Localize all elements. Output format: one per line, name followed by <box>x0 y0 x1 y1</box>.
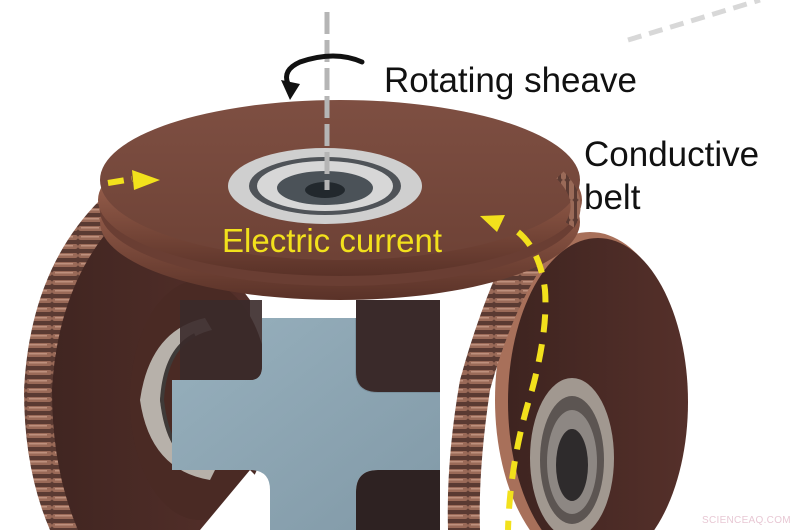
left-belt-coil <box>24 200 122 530</box>
right-belt-coil <box>447 190 576 530</box>
label-conductive-belt-line1: Conductive <box>584 135 760 174</box>
rotation-arrow-icon <box>281 53 365 100</box>
cross-frame <box>172 300 440 530</box>
label-conductive-belt-line2: belt <box>584 178 641 217</box>
secondary-axis-line <box>627 0 761 43</box>
label-electric-current: Electric current <box>222 222 443 259</box>
top-rim-coil <box>556 171 581 228</box>
electric-current-path <box>107 170 549 530</box>
right-sheave <box>495 232 688 530</box>
arrowhead-right-icon <box>132 170 160 190</box>
watermark: SCIENCEAQ.COM <box>702 515 791 526</box>
arrowhead-left-icon <box>480 215 505 232</box>
top-sheave <box>98 100 582 300</box>
label-rotating-sheave: Rotating sheave <box>384 61 637 100</box>
